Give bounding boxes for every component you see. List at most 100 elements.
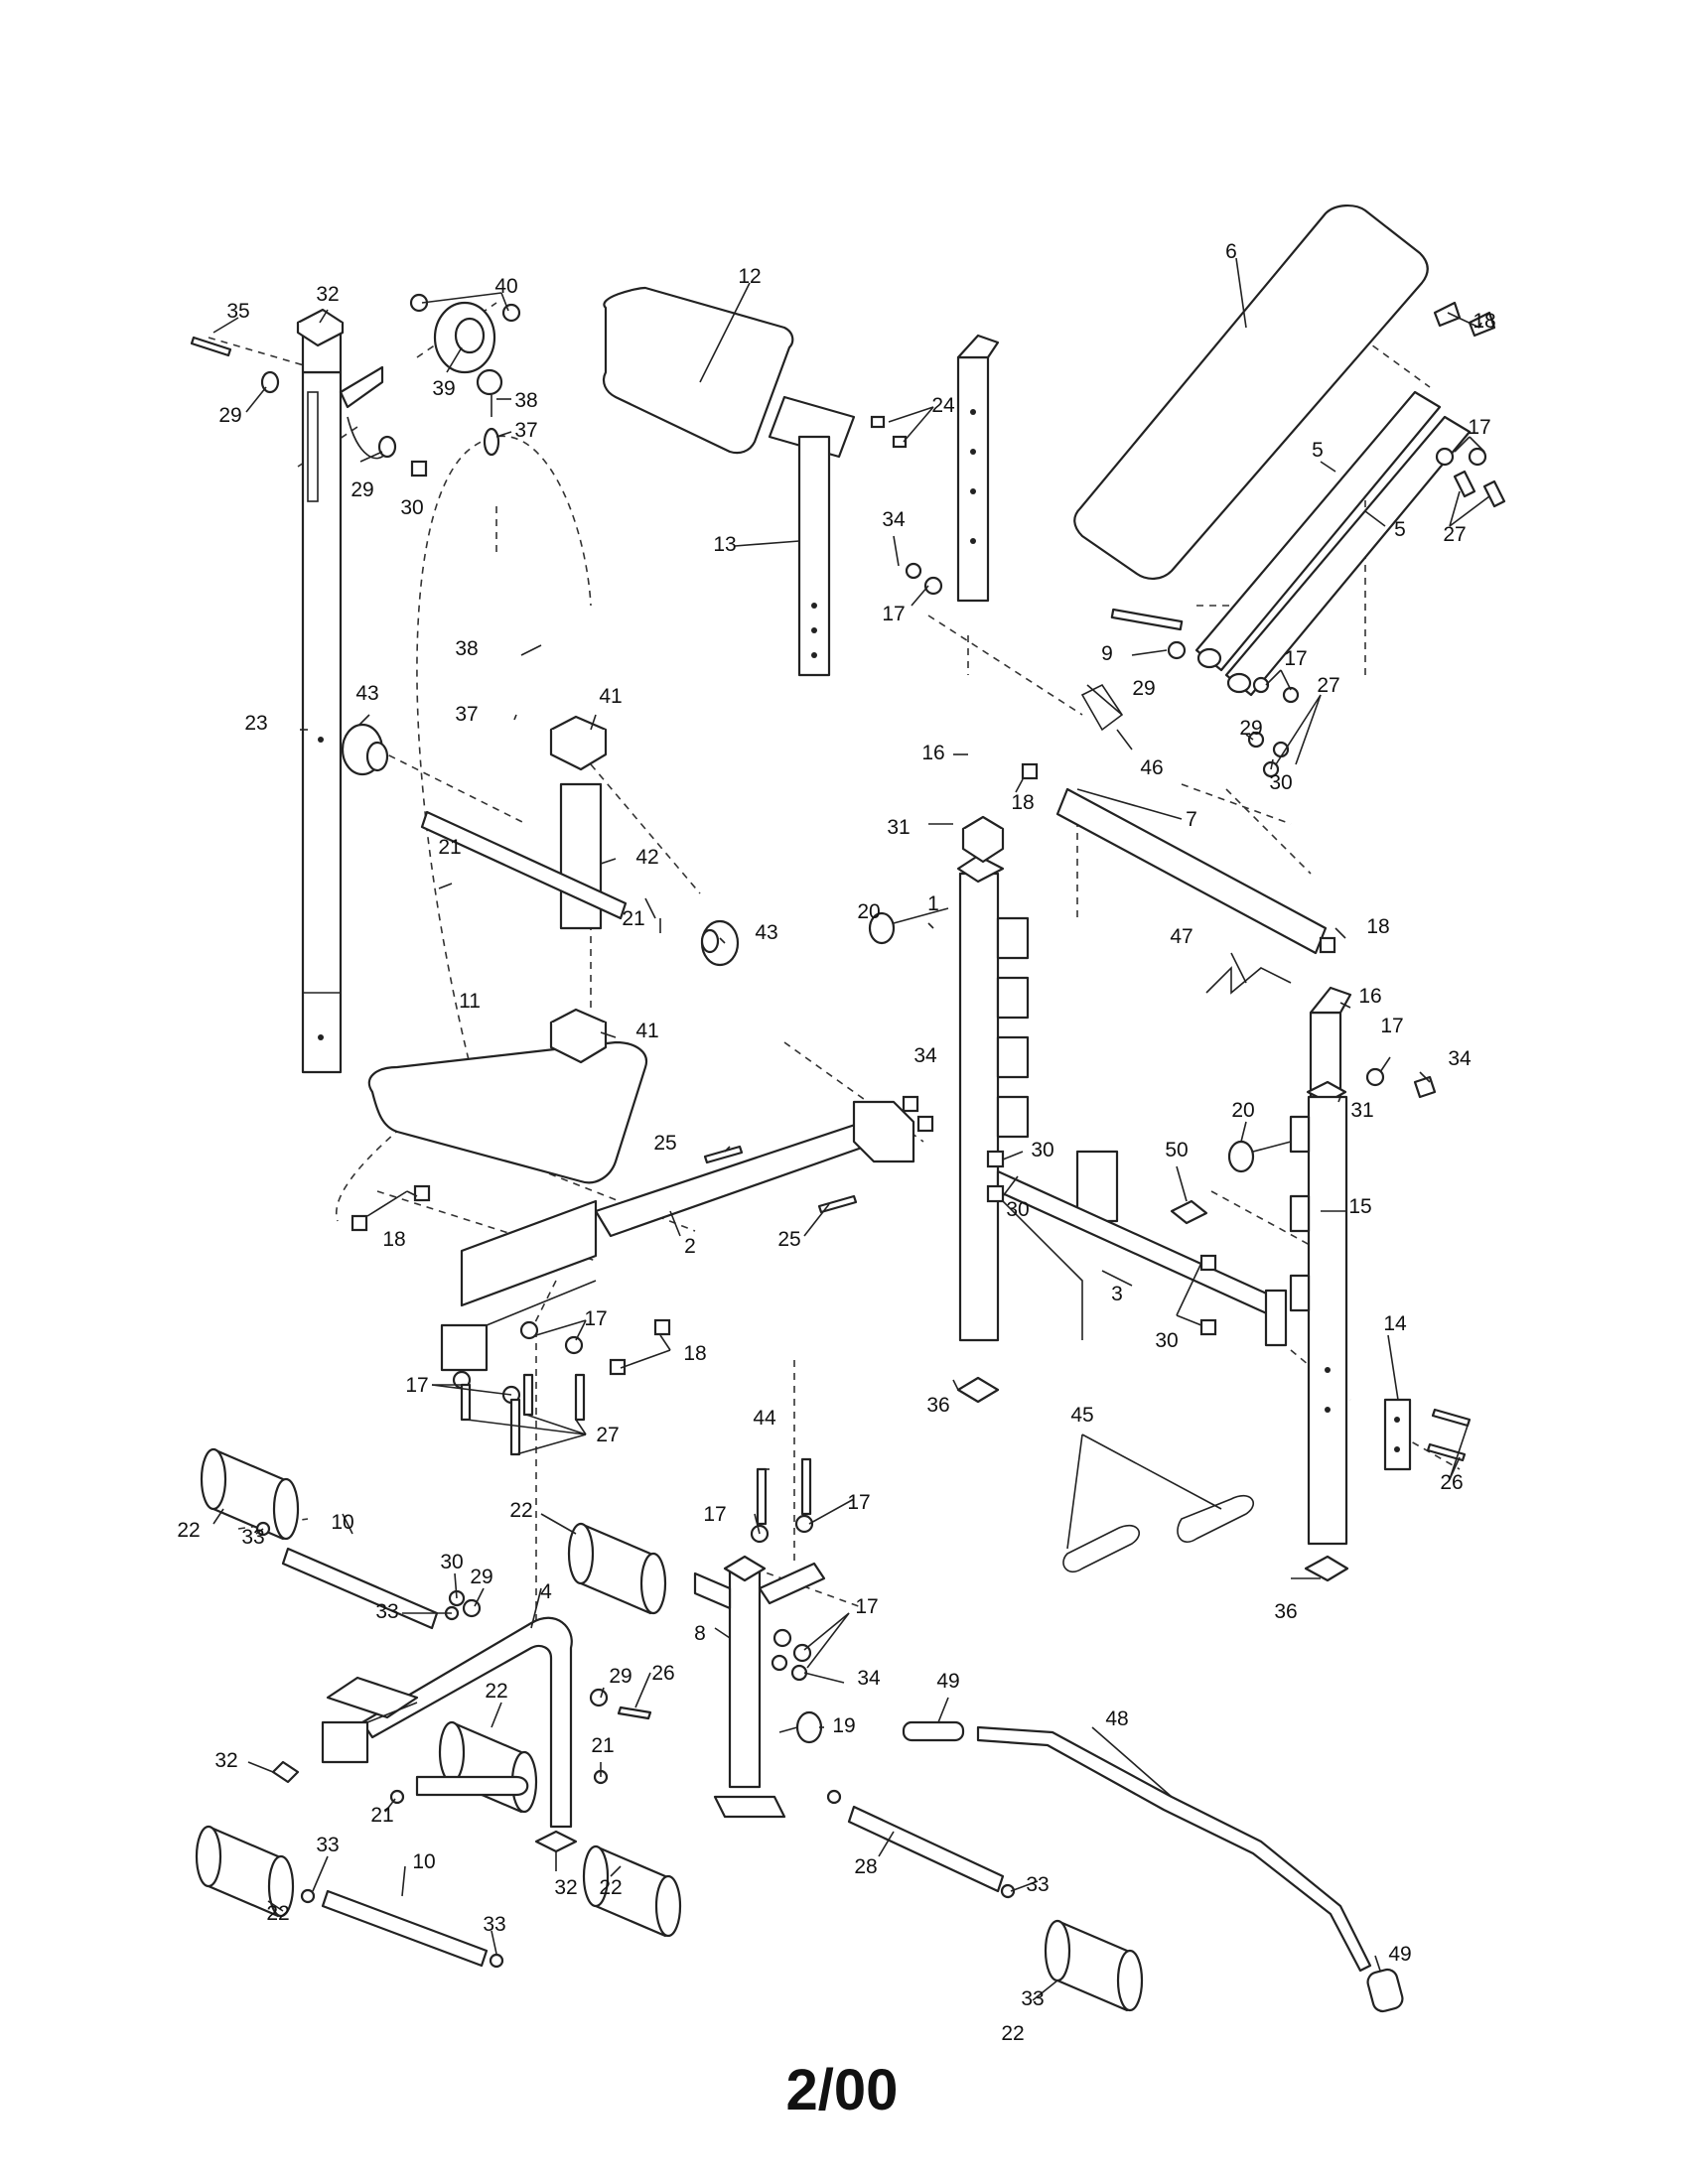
callout-label: 13: [713, 533, 736, 556]
callout-label: 24: [931, 394, 955, 417]
part-28-tube: [847, 1805, 1005, 1893]
part-6-backrest: [1073, 205, 1429, 580]
callout-label: 16: [921, 742, 944, 764]
callout-label: 30: [1155, 1329, 1178, 1352]
callout-label: 31: [887, 816, 910, 839]
callout-label: 17: [847, 1491, 870, 1514]
callout-label: 17: [855, 1595, 878, 1618]
callout-label: 36: [926, 1394, 949, 1417]
part-39-pulley: [409, 293, 521, 457]
callout-label: 22: [485, 1680, 507, 1703]
callout-label: 38: [455, 637, 478, 660]
callout-label: 33: [483, 1913, 505, 1936]
callout-label: 22: [509, 1499, 532, 1522]
callout-label: 22: [1001, 2022, 1024, 2045]
callout-label: 27: [596, 1424, 619, 1446]
callout-label: 34: [913, 1044, 937, 1067]
callout-label: 29: [218, 404, 241, 427]
callout-label: 29: [1132, 677, 1155, 700]
callout-label: 35: [226, 300, 249, 323]
callout-label: 21: [438, 836, 461, 859]
part-42-sleeve: [420, 715, 628, 1064]
callout-label: 18: [1011, 791, 1034, 814]
callout-label: 8: [694, 1622, 706, 1645]
part-1-main-upright: [956, 854, 1119, 1342]
part-22-foam-rollers: [195, 1447, 1144, 2012]
callout-label: 21: [370, 1804, 393, 1827]
callout-label: 3: [1111, 1283, 1123, 1305]
callout-label: 33: [1026, 1873, 1049, 1896]
callout-label: 38: [514, 389, 537, 412]
callout-label: 49: [1388, 1943, 1411, 1966]
callout-label: 2: [684, 1235, 696, 1258]
callout-label: 25: [653, 1132, 676, 1155]
callout-label: 7: [1186, 808, 1197, 831]
callout-label: 33: [316, 1834, 339, 1856]
callout-label: 37: [514, 419, 537, 442]
callout-label: 30: [400, 496, 423, 519]
callout-label: 17: [882, 603, 905, 625]
callout-label: 1: [927, 892, 939, 915]
callout-label: 29: [609, 1665, 632, 1688]
part-11-seat: [367, 1040, 648, 1184]
callout-label: 30: [1006, 1198, 1029, 1221]
callout-label: 20: [1231, 1099, 1254, 1122]
callout-label: 29: [1239, 717, 1262, 740]
callout-label: 36: [1274, 1600, 1297, 1623]
part-10-tubes: [281, 1547, 489, 1968]
callout-label: 43: [755, 921, 777, 944]
part-8-post: [693, 1555, 826, 1819]
part-15-right-upright: [1289, 1095, 1348, 1546]
part-45-spring-pins: [1062, 1494, 1254, 1573]
callout-label: 4: [540, 1580, 552, 1603]
callout-label: 33: [1021, 1987, 1044, 2010]
callout-label: 43: [355, 682, 378, 705]
callout-label: 33: [375, 1600, 398, 1623]
part-3-seat-rail: [996, 1169, 1288, 1347]
part-16-upper-post-left: [956, 334, 1000, 603]
callout-label: 25: [777, 1228, 800, 1251]
callout-label: 10: [412, 1850, 435, 1873]
callout-label: 32: [214, 1749, 237, 1772]
part-50-cap: [1170, 1199, 1208, 1225]
part-36-feet: [956, 1376, 1349, 1582]
callout-label: 19: [832, 1714, 855, 1737]
callout-leader-lines: [212, 257, 1490, 2001]
callout-label: 30: [1031, 1139, 1053, 1161]
callout-label: 21: [591, 1734, 614, 1757]
callout-label: 42: [635, 846, 658, 869]
part-14-bracket: [1383, 1398, 1412, 1471]
callout-label: 18: [382, 1228, 405, 1251]
callout-label: 22: [266, 1902, 289, 1925]
part-26-bolts: [617, 1408, 1472, 1720]
callout-label: 34: [882, 508, 906, 531]
callout-label: 17: [1284, 647, 1307, 670]
callout-label: 27: [1317, 674, 1339, 697]
callout-label: 14: [1383, 1312, 1407, 1335]
callout-label: 41: [599, 685, 622, 708]
part-2-main-frame: [440, 1100, 915, 1372]
callout-label: 20: [857, 900, 880, 923]
callout-label: 22: [599, 1876, 622, 1899]
part-46-pin: [1080, 683, 1124, 732]
footer-date: 2/00: [785, 2058, 899, 2122]
callout-label: 5: [1394, 518, 1406, 541]
callout-label: 17: [1468, 416, 1490, 439]
callout-label: 48: [1105, 1707, 1128, 1730]
part-43-collars: [341, 723, 740, 967]
callout-label: 22: [177, 1519, 200, 1542]
part-20-knobs: [868, 907, 1292, 1173]
callout-label: 23: [244, 712, 267, 735]
callout-label: 26: [1440, 1471, 1463, 1494]
fasteners-top-left: [190, 336, 428, 478]
callout-label: 17: [703, 1503, 726, 1526]
callout-label: 11: [459, 990, 481, 1013]
callout-label: 29: [470, 1566, 492, 1588]
callout-label: 44: [753, 1407, 776, 1430]
part-44-bolts: [756, 1457, 812, 1526]
callout-label: 30: [1269, 771, 1292, 794]
callout-label: 27: [1443, 523, 1466, 546]
callout-label: 28: [854, 1855, 877, 1878]
